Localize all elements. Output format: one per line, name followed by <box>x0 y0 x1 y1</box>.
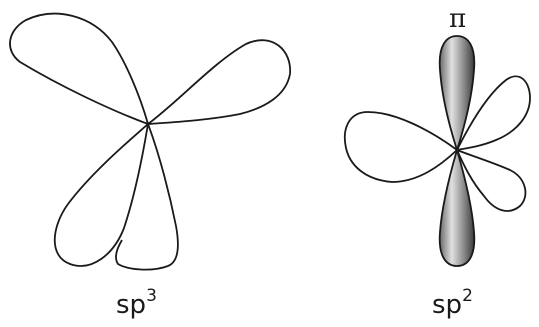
sp3-lobe-lower <box>116 124 178 270</box>
sp2-label-base: sp <box>432 290 462 320</box>
sp3-lobe-upper-left <box>10 14 148 124</box>
pi-label: π <box>449 4 466 34</box>
sp2-lobe-left <box>345 112 457 182</box>
pi-lobe-upper <box>440 36 475 150</box>
sp3-label-base: sp <box>116 290 146 320</box>
sp3-label: sp3 <box>116 286 157 320</box>
sp3-lobe-right <box>148 40 290 124</box>
sp2-label: sp2 <box>432 286 473 320</box>
sp2-orbital <box>345 36 530 266</box>
sp3-label-superscript: 3 <box>146 286 157 306</box>
sp2-label-superscript: 2 <box>462 286 473 306</box>
sp3-lobe-lower-left <box>55 124 148 266</box>
sp3-orbital <box>10 14 290 270</box>
pi-lobe-lower <box>440 150 475 266</box>
